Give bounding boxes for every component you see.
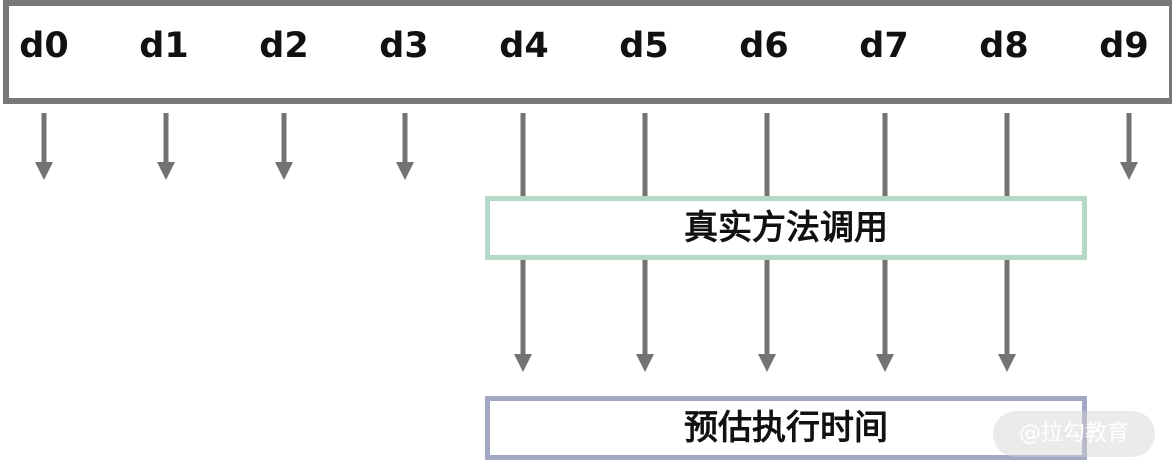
cell-d3: d3 (379, 26, 429, 66)
arrow-d1-head (157, 162, 175, 180)
cell-d9: d9 (1099, 26, 1149, 66)
watermark: @拉勾教育 (993, 411, 1155, 457)
arrow-d5-to-estimate-head (636, 354, 654, 372)
data-array-box (3, 0, 1172, 104)
cell-d8: d8 (979, 26, 1029, 66)
arrow-d6-to-estimate-head (758, 354, 776, 372)
arrow-d2-head (275, 162, 293, 180)
arrow-d4-to-estimate-head (514, 354, 532, 372)
arrow-d7-to-estimate-head (876, 354, 894, 372)
estimated-execution-time-box: 预估执行时间 (485, 396, 1087, 460)
real-method-call-box: 真实方法调用 (485, 196, 1087, 260)
arrow-d0-head (35, 162, 53, 180)
cell-d2: d2 (259, 26, 309, 66)
cell-d5: d5 (619, 26, 669, 66)
cell-d6: d6 (739, 26, 789, 66)
cell-d0: d0 (19, 26, 69, 66)
arrow-d8-to-estimate-head (998, 354, 1016, 372)
cell-d4: d4 (499, 26, 549, 66)
arrow-d3-head (396, 162, 414, 180)
arrow-d9-head (1120, 162, 1138, 180)
cell-d7: d7 (859, 26, 909, 66)
cell-d1: d1 (139, 26, 189, 66)
